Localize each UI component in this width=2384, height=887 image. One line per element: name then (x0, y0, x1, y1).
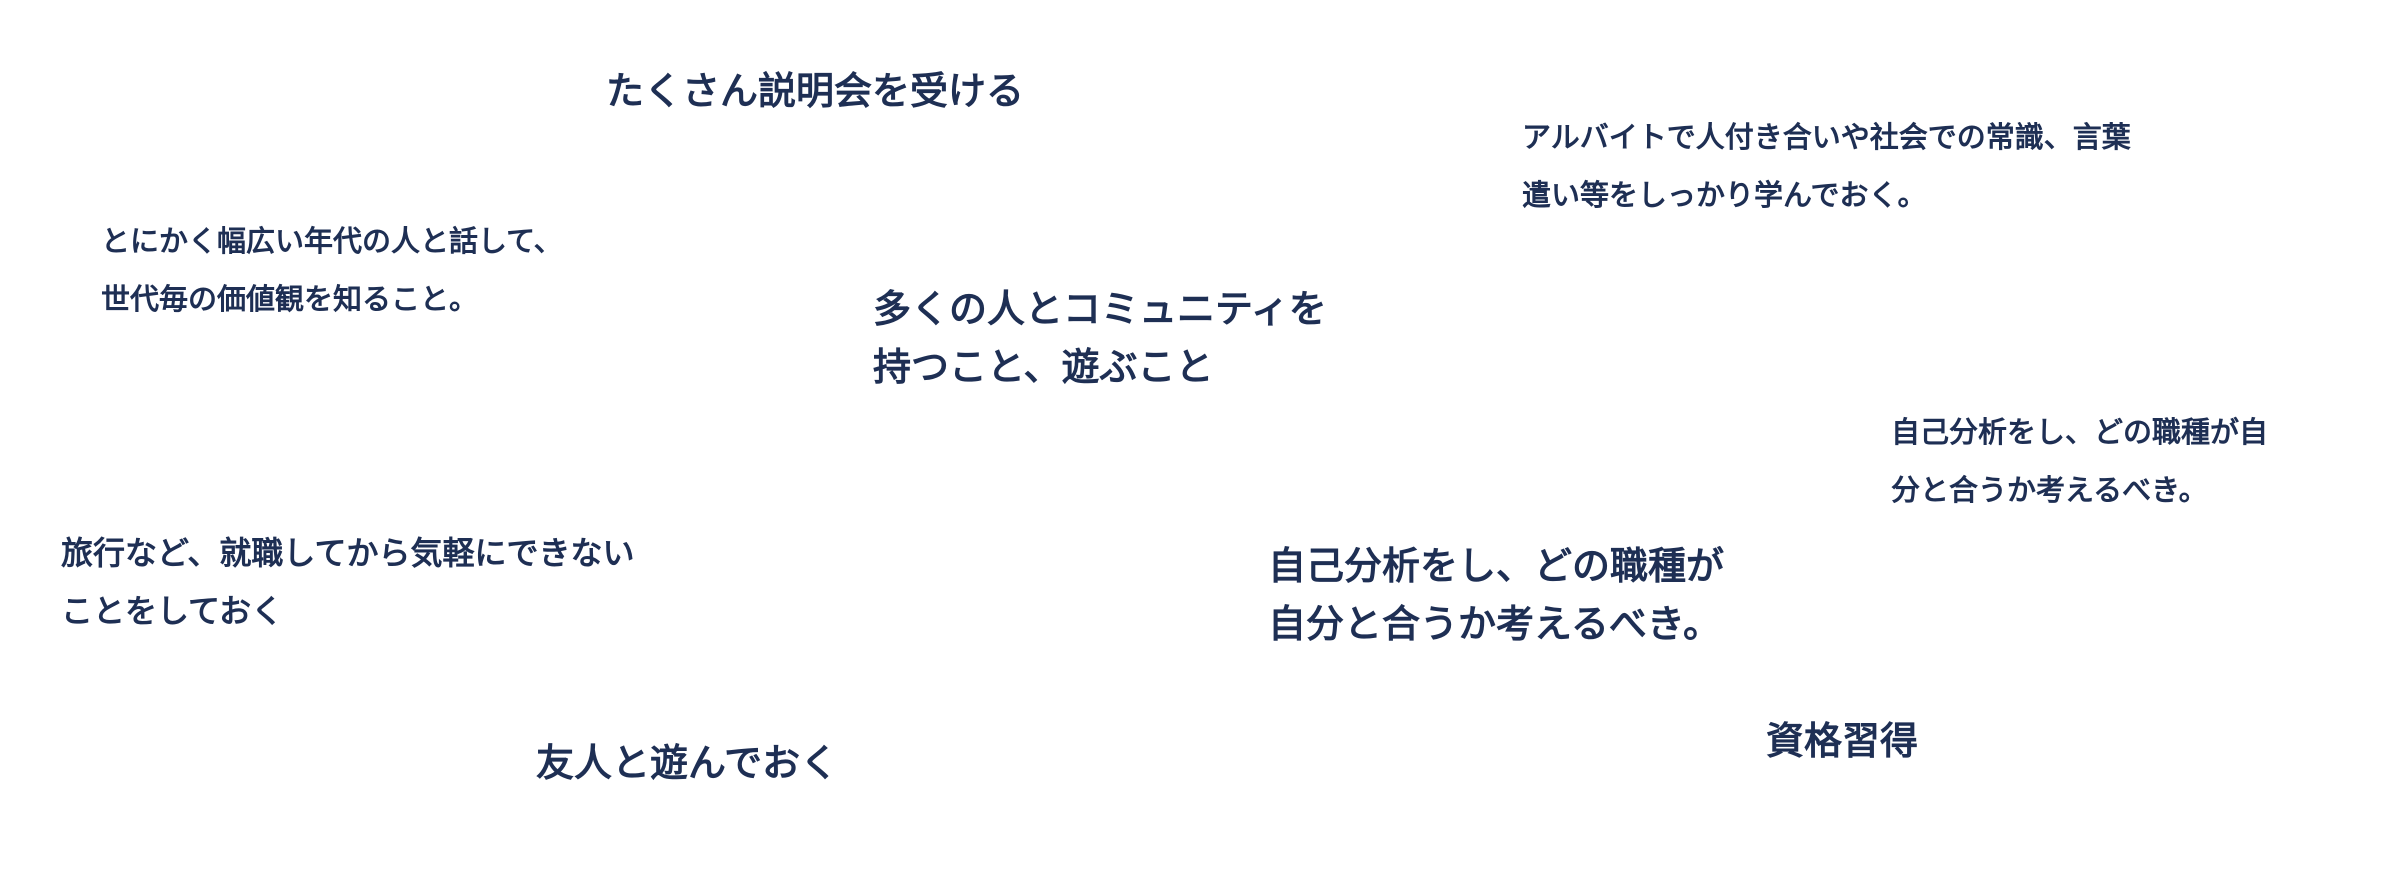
note-line: 旅行など、就職してから気軽にできない (61, 534, 635, 572)
note-line: 多くの人とコミュニティを (873, 287, 1327, 331)
note-line: 世代毎の価値観を知ること。 (101, 282, 479, 316)
note-part-time-job: アルバイトで人付き合いや社会での常識、言葉 遣い等をしっかり学んでおく。 (1522, 108, 2131, 224)
note-line: アルバイトで人付き合いや社会での常識、言葉 (1522, 120, 2131, 154)
note-briefing-sessions: たくさん説明会を受ける (606, 62, 1024, 120)
note-friends: 友人と遊んでおく (536, 734, 838, 792)
note-line: 友人と遊んでおく (536, 741, 839, 785)
note-certification: 資格習得 (1766, 712, 1918, 770)
note-self-analysis-small: 自己分析をし、どの職種が自 分と合うか考えるべき。 (1891, 403, 2268, 519)
note-line: 自己分析をし、どの職種が (1268, 544, 1725, 588)
note-line: とにかく幅広い年代の人と話して、 (101, 224, 563, 258)
note-line: 自分と合うか考えるべき。 (1268, 602, 1721, 646)
note-travel: 旅行など、就職してから気軽にできない ことをしておく (61, 524, 634, 640)
note-line: 自己分析をし、どの職種が自 (1891, 415, 2269, 449)
note-line: 分と合うか考えるべき。 (1891, 473, 2208, 507)
note-talk-all-ages: とにかく幅広い年代の人と話して、 世代毎の価値観を知ること。 (101, 212, 563, 328)
note-line: たくさん説明会を受ける (606, 69, 1025, 113)
note-self-analysis-large: 自己分析をし、どの職種が 自分と合うか考えるべき。 (1268, 537, 1724, 653)
note-line: 持つこと、遊ぶこと (873, 345, 1214, 389)
note-line: 資格習得 (1766, 719, 1919, 763)
note-community: 多くの人とコミュニティを 持つこと、遊ぶこと (873, 280, 1327, 396)
note-line: 遣い等をしっかり学んでおく。 (1522, 178, 1927, 212)
note-line: ことをしておく (61, 592, 284, 630)
